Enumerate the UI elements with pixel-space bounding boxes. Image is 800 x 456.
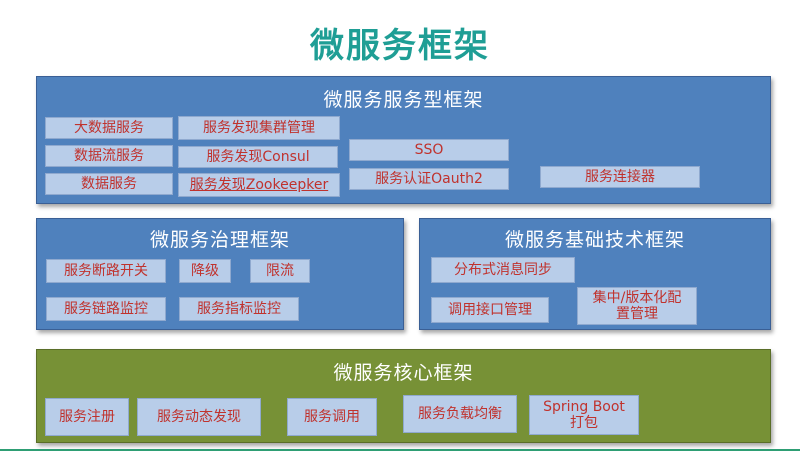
service-discovery-consul-box: 服务发现Consul: [178, 146, 338, 168]
trace-monitor-box: 服务链路监控: [46, 297, 166, 321]
service-discovery-cluster-box: 服务发现集群管理: [178, 116, 340, 140]
spring-boot-package-box: Spring Boot 打包: [529, 395, 639, 435]
rate-limit-box: 限流: [250, 259, 310, 283]
distributed-message-sync-box: 分布式消息同步: [431, 257, 575, 283]
core-framework-panel: 微服务核心框架 服务注册 服务动态发现 服务调用 服务负载均衡 Spring B…: [36, 349, 771, 443]
metrics-monitor-box: 服务指标监控: [179, 297, 299, 321]
sso-box: SSO: [349, 139, 509, 161]
service-auth-oauth2-box: 服务认证Oauth2: [349, 168, 509, 190]
circuit-breaker-box: 服务断路开关: [46, 259, 166, 283]
big-data-service-box: 大数据服务: [45, 117, 173, 139]
config-management-box: 集中/版本化配置管理: [577, 287, 697, 325]
tech-framework-title: 微服务基础技术框架: [504, 229, 685, 251]
diagram-title: 微服务框架: [310, 26, 490, 66]
data-service-box: 数据服务: [45, 173, 173, 195]
service-discovery-zookeeper-label: 服务发现Zookeepker: [189, 176, 329, 193]
api-management-box: 调用接口管理: [431, 297, 549, 323]
service-load-balance-box: 服务负载均衡: [403, 395, 517, 433]
service-framework-panel: 微服务服务型框架 大数据服务 服务发现集群管理 数据流服务 服务发现Consul…: [36, 76, 771, 204]
service-registry-box: 服务注册: [45, 398, 129, 436]
service-framework-title: 微服务服务型框架: [323, 89, 484, 111]
data-stream-service-box: 数据流服务: [45, 145, 173, 167]
bottom-divider: [0, 449, 800, 451]
degrade-box: 降级: [179, 259, 231, 283]
service-invocation-box: 服务调用: [287, 398, 377, 436]
core-framework-title: 微服务核心框架: [333, 362, 474, 384]
tech-framework-panel: 微服务基础技术框架 分布式消息同步 调用接口管理 集中/版本化配置管理: [419, 218, 771, 330]
service-connector-box: 服务连接器: [540, 166, 700, 188]
governance-framework-title: 微服务治理框架: [149, 229, 290, 251]
service-discovery-zookeeper-box: 服务发现Zookeepker: [178, 173, 340, 197]
governance-framework-panel: 微服务治理框架 服务断路开关 降级 限流 服务链路监控 服务指标监控: [36, 218, 404, 330]
service-dynamic-discovery-box: 服务动态发现: [137, 398, 261, 436]
